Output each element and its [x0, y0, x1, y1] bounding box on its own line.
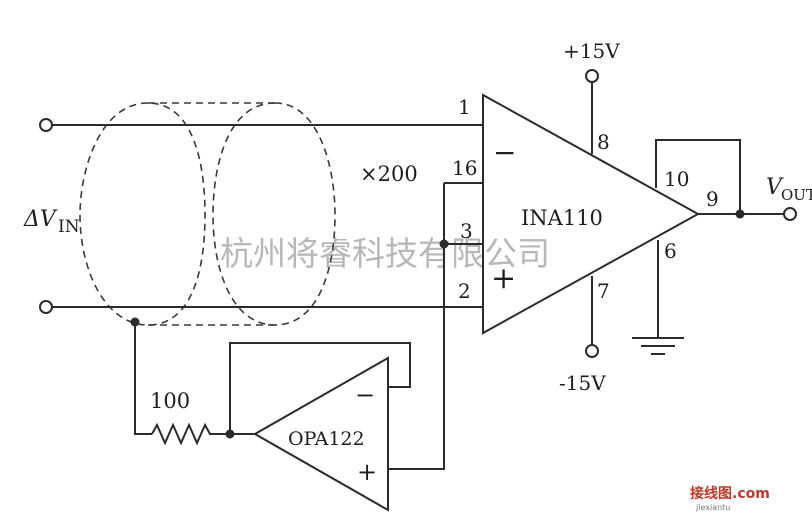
ina110-amplifier	[482, 93, 701, 335]
input-terminal-top	[39, 118, 53, 132]
output-terminal	[783, 207, 797, 221]
opa122-plus-sign: +	[357, 458, 377, 486]
supply-pos-terminal	[585, 69, 599, 83]
resistor-label: 100	[150, 389, 190, 413]
input-label-subscript: IN	[58, 217, 80, 237]
wire-shield-tap	[134, 322, 152, 435]
ina110-plus-sign: +	[491, 261, 516, 296]
supply-neg-terminal	[585, 344, 599, 358]
shield-right-ellipse	[212, 102, 336, 326]
gain-label: ×200	[360, 162, 418, 186]
wire-pin10-feedback	[655, 139, 741, 214]
pin-7-label: 7	[597, 279, 610, 303]
wire-guard-drive	[388, 183, 445, 470]
supply-neg-label: -15V	[559, 371, 606, 395]
pin-2-label: 2	[458, 279, 471, 303]
output-label-subscript: OUT	[781, 186, 812, 204]
shield-left-ellipse	[79, 102, 206, 326]
opa122-amplifier	[252, 356, 389, 512]
pin-9-label: 9	[706, 187, 719, 211]
resistor-100	[151, 422, 255, 446]
cable-shield	[79, 102, 336, 326]
input-label: ΔV	[23, 207, 58, 232]
pin-10-label: 10	[664, 167, 689, 191]
input-terminal-bottom	[39, 300, 53, 314]
pin-16-label: 16	[452, 156, 477, 180]
pin-3-label: 3	[460, 219, 473, 243]
pin-6-label: 6	[664, 239, 677, 263]
watermark-text: 杭州将睿科技有限公司	[220, 234, 550, 273]
wire-opa-feedback	[229, 342, 411, 434]
ina110-minus-sign: −	[493, 136, 516, 169]
opa122-label: OPA122	[288, 428, 365, 450]
opa122-minus-sign: −	[355, 381, 375, 409]
ina110-label: INA110	[521, 206, 603, 230]
ground-icon	[632, 337, 684, 355]
junction-pin3	[439, 239, 449, 249]
pin-8-label: 8	[597, 130, 610, 154]
output-label: V	[766, 175, 784, 200]
corner-watermark-sub: jiexiantu	[695, 503, 730, 512]
pin-1-label: 1	[458, 95, 471, 119]
supply-pos-label: +15V	[563, 39, 620, 63]
corner-watermark: 接线图.com	[690, 485, 770, 502]
junction-output	[735, 209, 745, 219]
